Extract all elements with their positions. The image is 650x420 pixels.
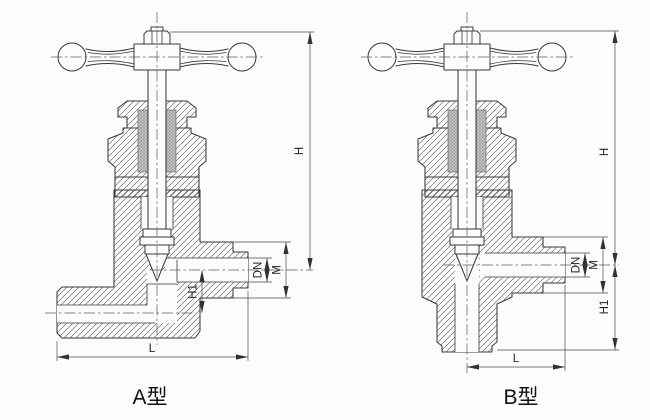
valve-a-caption: A型: [132, 386, 167, 409]
dim-label-h1-a: H1: [188, 284, 200, 299]
inlet-bore: [56, 304, 156, 324]
dim-label-h-b: H: [599, 148, 611, 156]
dim-label-dn-b: DN: [571, 257, 583, 274]
dim-label-m-b: M: [589, 260, 601, 270]
valve-a: H M DN H1 L A型: [45, 12, 314, 409]
outlet-bore: [164, 257, 249, 283]
dim-label-h-a: H: [294, 147, 306, 155]
dim-label-l-b: L: [513, 353, 520, 365]
valve-b-dimensions: H H1 M DN L: [467, 30, 619, 371]
valve-b: H H1 M DN L B型: [360, 12, 619, 409]
seat-edges: [146, 259, 178, 306]
valve-b-caption: B型: [503, 386, 538, 409]
dim-label-l-a: L: [149, 343, 156, 355]
dim-label-dn-a: DN: [253, 262, 265, 279]
outlet-bore-b: [484, 252, 566, 278]
dim-label-m-a: M: [272, 265, 284, 275]
dim-label-h1-b: H1: [599, 300, 611, 315]
bottom-bore-b: [454, 283, 480, 353]
valve-a-dimensions: H M DN H1 L: [56, 31, 314, 361]
